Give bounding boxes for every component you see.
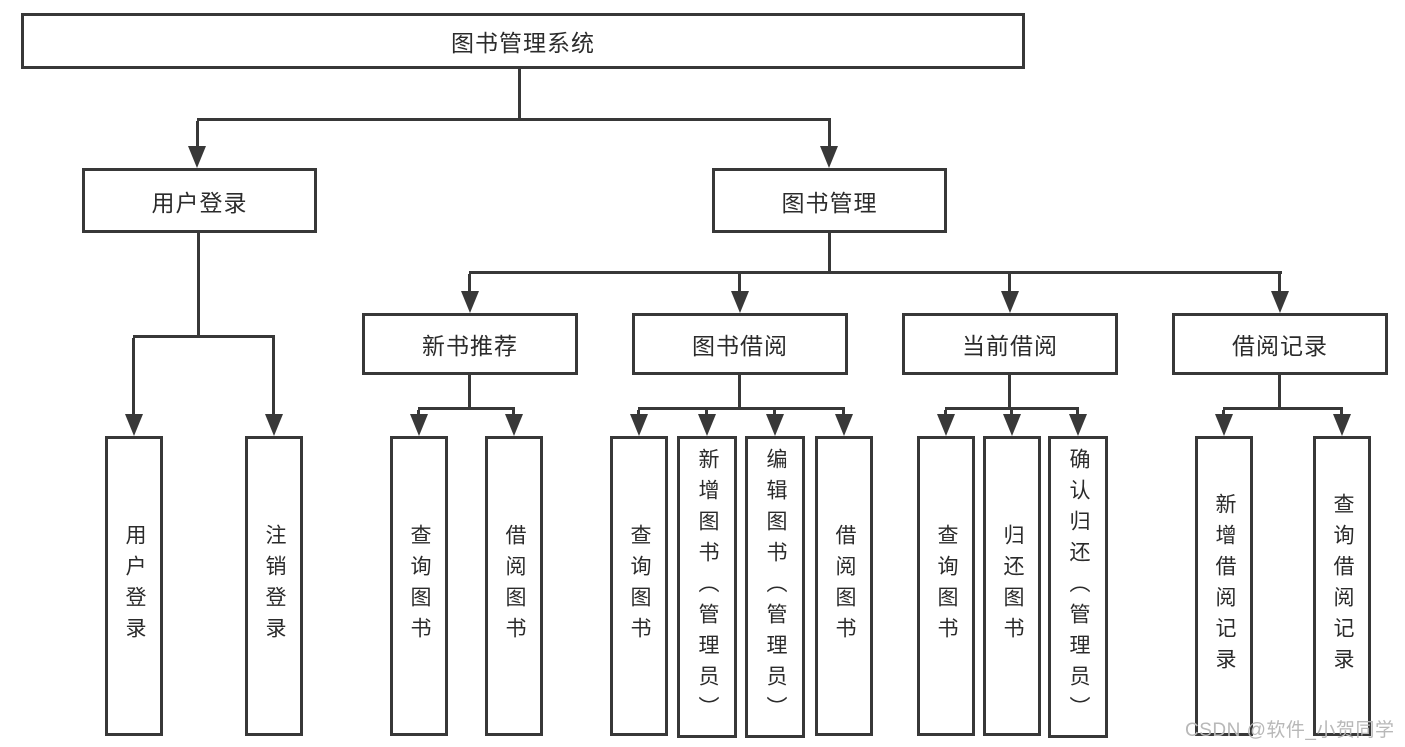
connector-group-stem [1278, 375, 1281, 410]
arrow-down-icon [731, 291, 749, 313]
connector-level2-branch [197, 118, 831, 121]
connector-group-stem [1008, 375, 1011, 410]
connector-login-stem [197, 231, 200, 337]
leaf-label: 查询图书 [935, 524, 958, 648]
arrow-down-icon [937, 414, 955, 436]
arrow-down-icon [1069, 414, 1087, 436]
node-user-login: 用户登录 [82, 168, 317, 233]
connector-group-branch [1223, 407, 1343, 410]
leaf-borrow-books: 借阅图书 [485, 436, 543, 736]
connector-shaft [468, 274, 471, 294]
connector-shaft [132, 338, 135, 416]
leaf-query-books: 查询图书 [917, 436, 975, 736]
leaf-label: 确认归还（管理员） [1067, 447, 1090, 727]
arrow-down-icon [505, 414, 523, 436]
leaf-add-books-admin: 新增图书（管理员） [677, 436, 737, 738]
connector-group-branch [418, 407, 515, 410]
arrow-down-icon [461, 291, 479, 313]
connector-shaft [738, 274, 741, 294]
leaf-confirm-return-admin: 确认归还（管理员） [1048, 436, 1108, 738]
leaf-user-login: 用户登录 [105, 436, 163, 736]
arrow-down-icon [820, 146, 838, 168]
leaf-label: 归还图书 [1001, 524, 1024, 648]
arrow-down-icon [410, 414, 428, 436]
leaf-add-borrow-record: 新增借阅记录 [1195, 436, 1253, 736]
arrow-down-icon [125, 414, 143, 436]
leaf-label: 查询图书 [628, 524, 651, 648]
arrow-down-icon [188, 146, 206, 168]
leaf-label: 查询借阅记录 [1331, 493, 1354, 679]
node-library-management-system: 图书管理系统 [21, 13, 1025, 69]
leaf-query-borrow-record: 查询借阅记录 [1313, 436, 1371, 736]
connector-group-stem [468, 375, 471, 410]
leaf-label: 用户登录 [123, 524, 146, 648]
leaf-borrow-books: 借阅图书 [815, 436, 873, 736]
leaf-label: 新增图书（管理员） [696, 447, 719, 727]
arrow-down-icon [1271, 291, 1289, 313]
leaf-logout-login: 注销登录 [245, 436, 303, 736]
connector-shaft [1278, 274, 1281, 294]
connector-level3-branch [469, 271, 1282, 274]
connector-shaft [1008, 274, 1011, 294]
connector-group-branch [638, 407, 845, 410]
arrow-down-icon [835, 414, 853, 436]
connector-group-branch [945, 407, 1079, 410]
leaf-label: 借阅图书 [833, 524, 856, 648]
watermark: CSDN @软件_小贺同学 [1185, 720, 1395, 741]
connector-shaft [828, 121, 831, 148]
leaf-edit-books-admin: 编辑图书（管理员） [745, 436, 805, 738]
leaf-query-books: 查询图书 [390, 436, 448, 736]
arrow-down-icon [1333, 414, 1351, 436]
leaf-query-books: 查询图书 [610, 436, 668, 736]
arrow-down-icon [1215, 414, 1233, 436]
node-current-borrowing: 当前借阅 [902, 313, 1118, 375]
connector-group-stem [738, 375, 741, 410]
arrow-down-icon [630, 414, 648, 436]
arrow-down-icon [265, 414, 283, 436]
node-book-management: 图书管理 [712, 168, 947, 233]
arrow-down-icon [1001, 291, 1019, 313]
leaf-return-books: 归还图书 [983, 436, 1041, 736]
node-new-book-recommendation: 新书推荐 [362, 313, 578, 375]
connector-mgmt-stem [828, 231, 831, 274]
arrow-down-icon [1003, 414, 1021, 436]
connector-login-branch [133, 335, 275, 338]
arrow-down-icon [698, 414, 716, 436]
leaf-label: 借阅图书 [503, 524, 526, 648]
connector-shaft [272, 338, 275, 416]
leaf-label: 编辑图书（管理员） [764, 447, 787, 727]
connector-shaft [196, 121, 199, 148]
leaf-label: 查询图书 [408, 524, 431, 648]
node-borrowing-records: 借阅记录 [1172, 313, 1388, 375]
leaf-label: 注销登录 [263, 524, 286, 648]
connector-root-stem [518, 66, 521, 121]
arrow-down-icon [766, 414, 784, 436]
leaf-label: 新增借阅记录 [1213, 493, 1236, 679]
node-book-borrowing: 图书借阅 [632, 313, 848, 375]
